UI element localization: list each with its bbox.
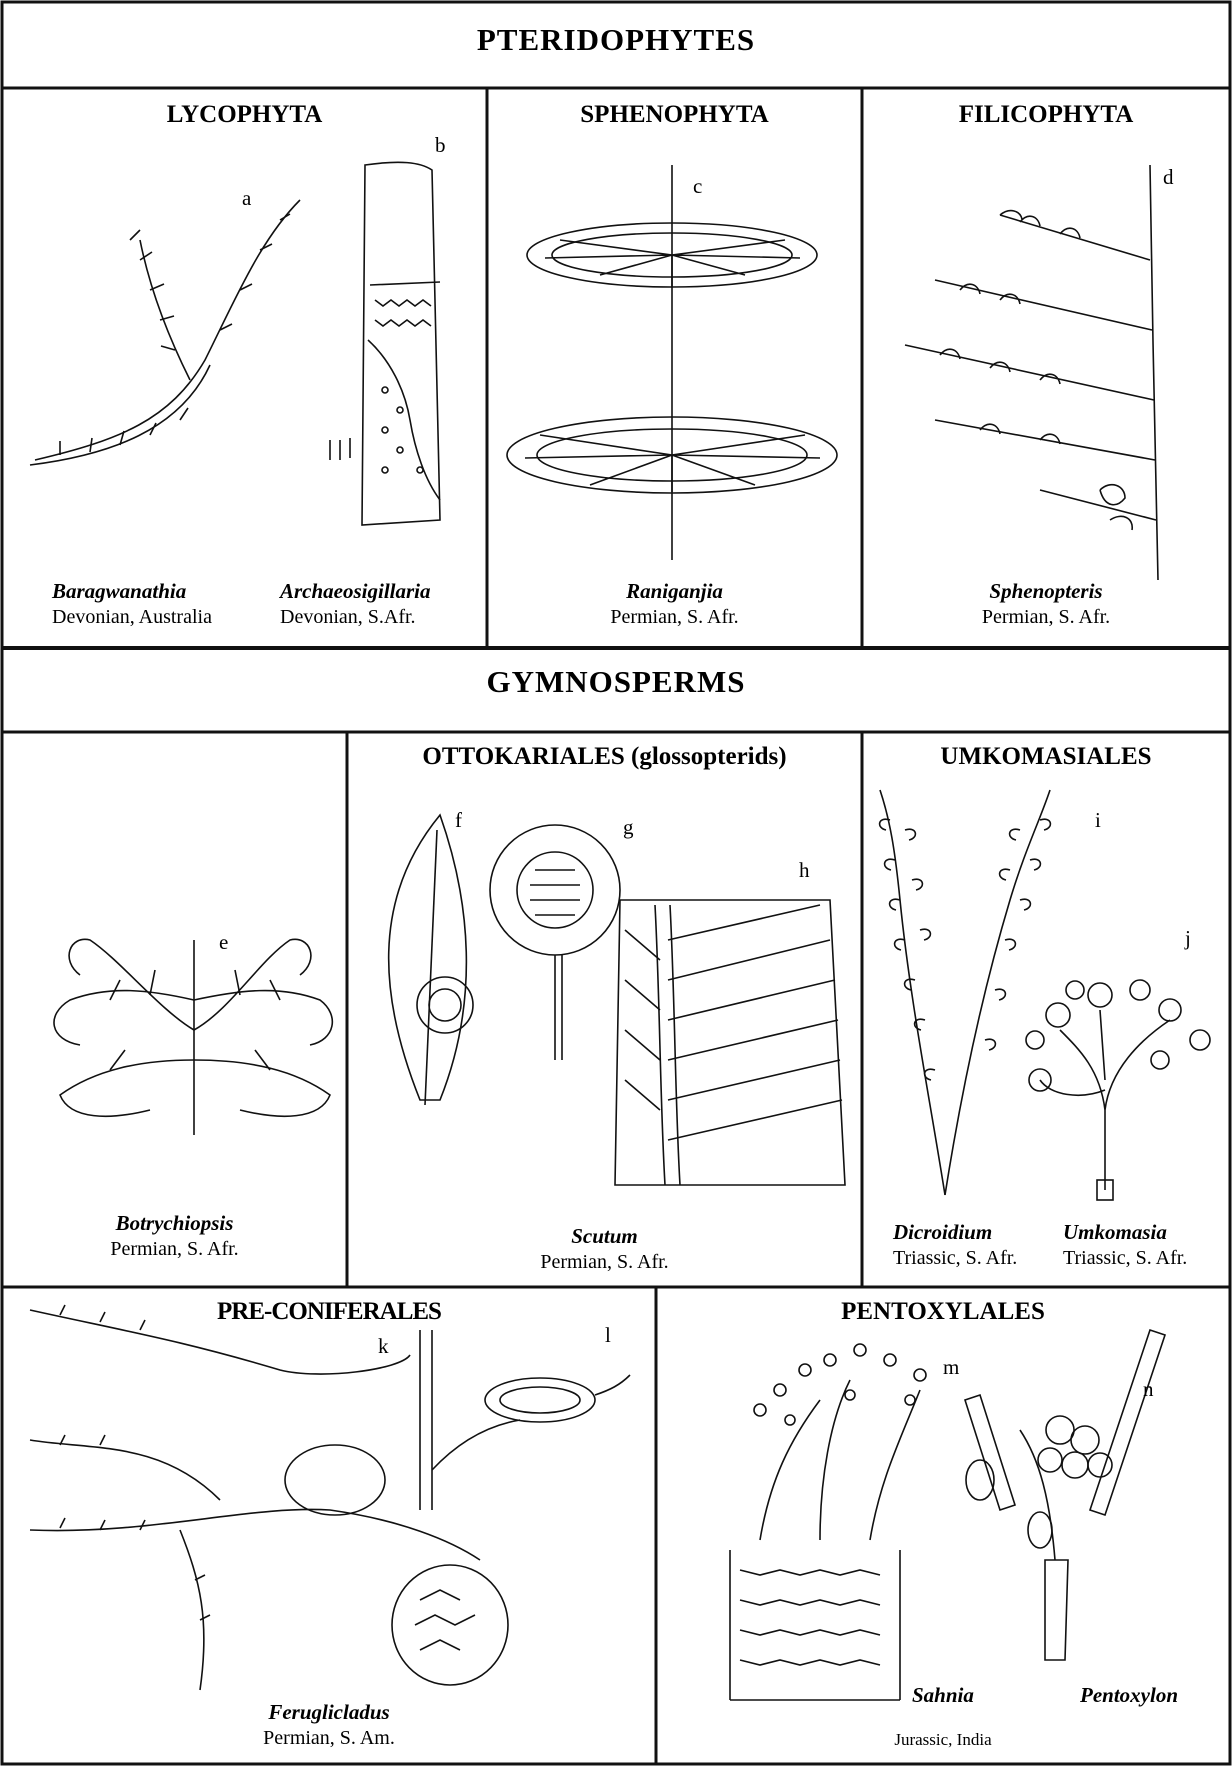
taxon-name-botrychiopsis: Botrychiopsis: [2, 1211, 347, 1236]
taxon-name-pentoxylon: Pentoxylon: [1080, 1683, 1178, 1708]
baragwanathia-illustration: [30, 200, 300, 465]
group-title-ottokariales: OTTOKARIALES (glossopterids): [347, 743, 862, 771]
taxon-info-feruglicladus: Permian, S. Am.: [2, 1727, 656, 1750]
figure-label-e: e: [219, 930, 228, 955]
taxon-info-pentoxylales: Jurassic, India: [656, 1730, 1230, 1750]
ovule-detail-illustration: [420, 1330, 630, 1510]
group-title-lycophyta: LYCOPHYTA: [2, 101, 487, 129]
taxon-info-botrychiopsis: Permian, S. Afr.: [2, 1238, 347, 1261]
taxon-name-raniganjia: Raniganjia: [487, 579, 862, 604]
figure-label-f: f: [455, 808, 462, 833]
taxon-name-sahnia: Sahnia: [912, 1683, 974, 1708]
feruglicladus-illustration: [30, 1305, 508, 1690]
archaeosigillaria-illustration: [330, 162, 440, 525]
sphenopteris-illustration: [905, 165, 1158, 580]
group-title-umkomasiales: UMKOMASIALES: [862, 743, 1230, 771]
group-title-preconiferales: PRE-CONIFERALES: [2, 1298, 656, 1326]
figure-label-i: i: [1095, 808, 1101, 833]
umkomasia-illustration: [1026, 980, 1210, 1200]
group-title-filicophyta: FILICOPHYTA: [862, 101, 1230, 129]
pentoxylon-illustration: [965, 1330, 1165, 1660]
taxon-info-dicroidium: Triassic, S. Afr.: [893, 1247, 1017, 1270]
taxon-name-baragwanathia: Baragwanathia: [52, 579, 186, 604]
group-title-sphenophyta: SPHENOPHYTA: [487, 101, 862, 129]
section-title-pteridophytes: PTERIDOPHYTES: [2, 22, 1230, 58]
figure-label-m: m: [943, 1355, 959, 1380]
taxon-info-archaeosigillaria: Devonian, S.Afr.: [280, 606, 416, 629]
taxon-info-scutum: Permian, S. Afr.: [347, 1251, 862, 1274]
group-title-pentoxylales: PENTOXYLALES: [656, 1298, 1230, 1326]
raniganjia-illustration: [507, 165, 837, 560]
dicroidium-illustration: [880, 790, 1051, 1195]
figure-label-j: j: [1185, 926, 1191, 951]
figure-label-a: a: [242, 186, 251, 211]
figure-label-n: n: [1143, 1377, 1154, 1402]
figure-label-g: g: [623, 815, 634, 840]
section-title-gymnosperms: GYMNOSPERMS: [2, 664, 1230, 700]
taxon-name-dicroidium: Dicroidium: [893, 1220, 992, 1245]
taxon-info-sphenopteris: Permian, S. Afr.: [862, 606, 1230, 629]
figure-label-b: b: [435, 133, 446, 158]
taxon-name-archaeosigillaria: Archaeosigillaria: [280, 579, 431, 604]
figure-label-c: c: [693, 174, 702, 199]
botrychiopsis-illustration: [54, 939, 332, 1135]
taxon-name-feruglicladus: Feruglicladus: [2, 1700, 656, 1725]
figure-label-d: d: [1163, 165, 1174, 190]
taxon-name-umkomasia: Umkomasia: [1063, 1220, 1167, 1245]
taxon-info-raniganjia: Permian, S. Afr.: [487, 606, 862, 629]
sahnia-illustration: [730, 1344, 926, 1700]
scutum-illustration: [389, 815, 845, 1185]
figure-label-l: l: [605, 1323, 611, 1348]
taxon-info-umkomasia: Triassic, S. Afr.: [1063, 1247, 1187, 1270]
taxon-name-scutum: Scutum: [347, 1224, 862, 1249]
taxon-info-baragwanathia: Devonian, Australia: [52, 606, 212, 629]
taxon-name-sphenopteris: Sphenopteris: [862, 579, 1230, 604]
figure-label-k: k: [378, 1334, 389, 1359]
figure-label-h: h: [799, 858, 810, 883]
